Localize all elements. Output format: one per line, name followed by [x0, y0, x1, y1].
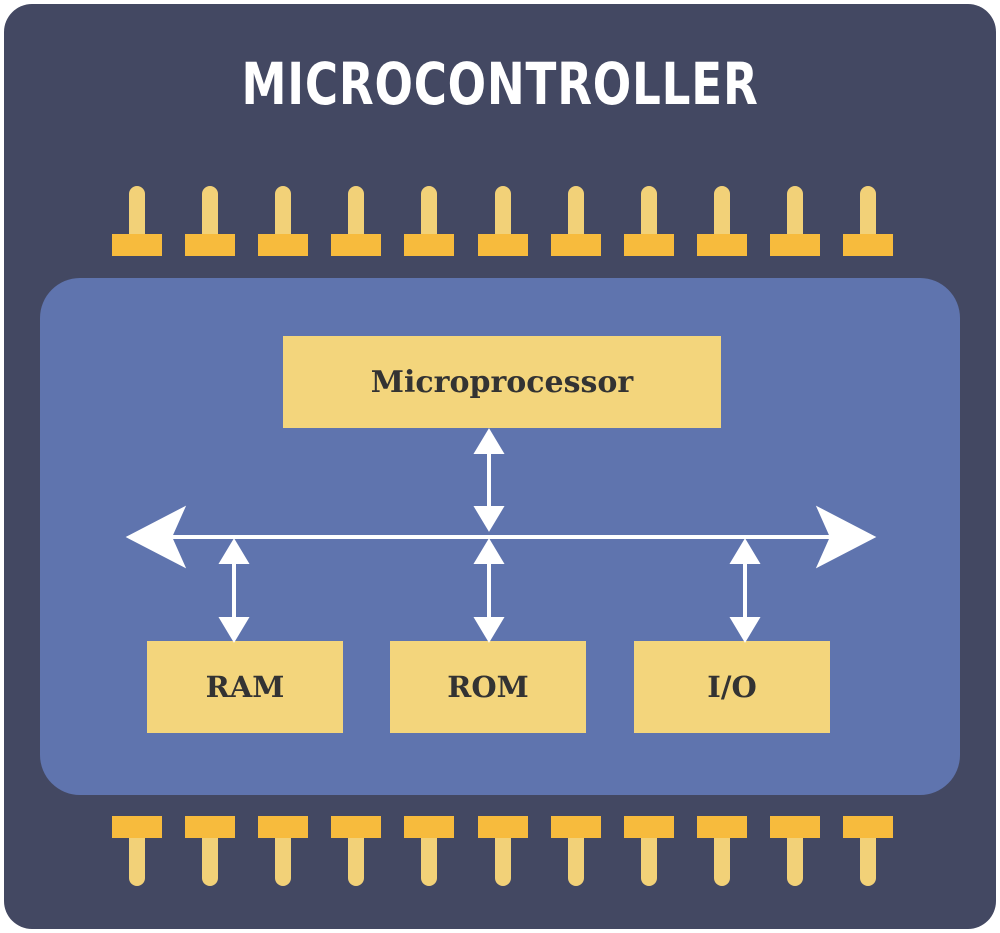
bus-left-arrowhead [125, 505, 187, 569]
microprocessor-block: Microprocessor [283, 336, 721, 428]
rom-connector-up-arrowhead [473, 538, 505, 564]
ram-block: RAM [147, 641, 343, 733]
ram-connector-down-arrowhead [218, 617, 250, 643]
io-block: I/O [634, 641, 830, 733]
io-connector-up-arrowhead [729, 538, 761, 564]
chip-title: MICROCONTROLLER [241, 50, 759, 118]
cpu-connector-down-arrowhead [473, 506, 505, 532]
rom-block: ROM [390, 641, 586, 733]
cpu-connector-up-arrowhead [473, 428, 505, 454]
bus-right-arrowhead [815, 505, 877, 569]
ram-connector-up-arrowhead [218, 538, 250, 564]
io-connector-down-arrowhead [729, 617, 761, 643]
rom-connector-down-arrowhead [473, 617, 505, 643]
